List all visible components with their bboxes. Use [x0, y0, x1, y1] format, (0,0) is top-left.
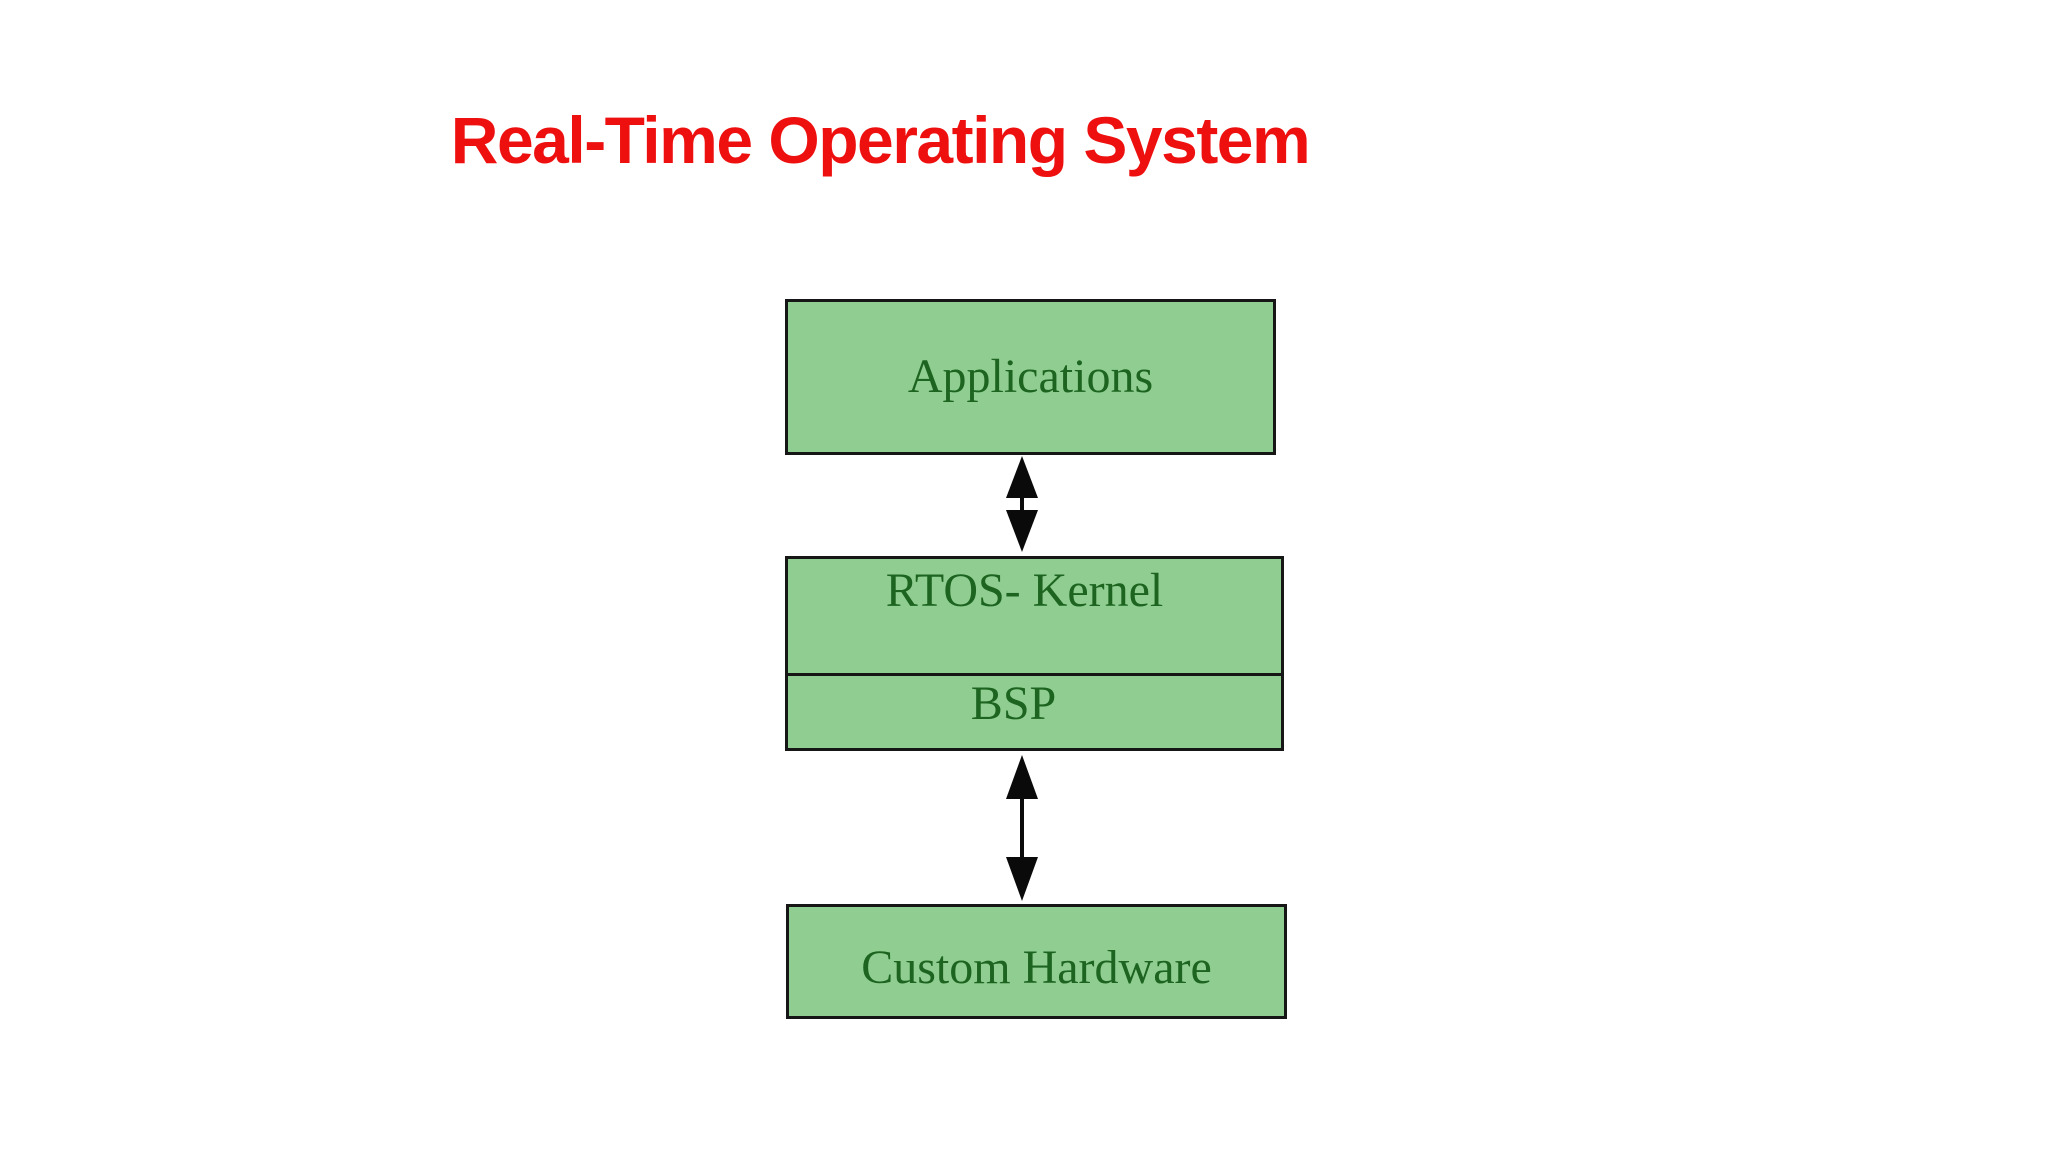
- box-rtos-kernel-label: RTOS- Kernel: [885, 564, 1164, 617]
- box-applications-label: Applications: [907, 350, 1154, 403]
- box-rtos-bsp: RTOS- Kernel BSP: [785, 556, 1284, 751]
- diagram-title: Real-Time Operating System: [450, 103, 1311, 177]
- connector-applications-rtos: [1002, 454, 1042, 554]
- box-custom-hardware-label: Custom Hardware: [861, 940, 1212, 994]
- double-arrow-icon: [1006, 456, 1038, 552]
- box-applications: Applications: [785, 299, 1276, 455]
- section-bsp: BSP: [788, 676, 1281, 748]
- connector-bsp-custom-hardware: [1002, 753, 1042, 903]
- box-bsp-label: BSP: [970, 677, 1057, 730]
- box-custom-hardware: Custom Hardware: [786, 904, 1287, 1019]
- double-arrow-icon: [1006, 755, 1038, 901]
- section-rtos-kernel: RTOS- Kernel: [788, 559, 1281, 676]
